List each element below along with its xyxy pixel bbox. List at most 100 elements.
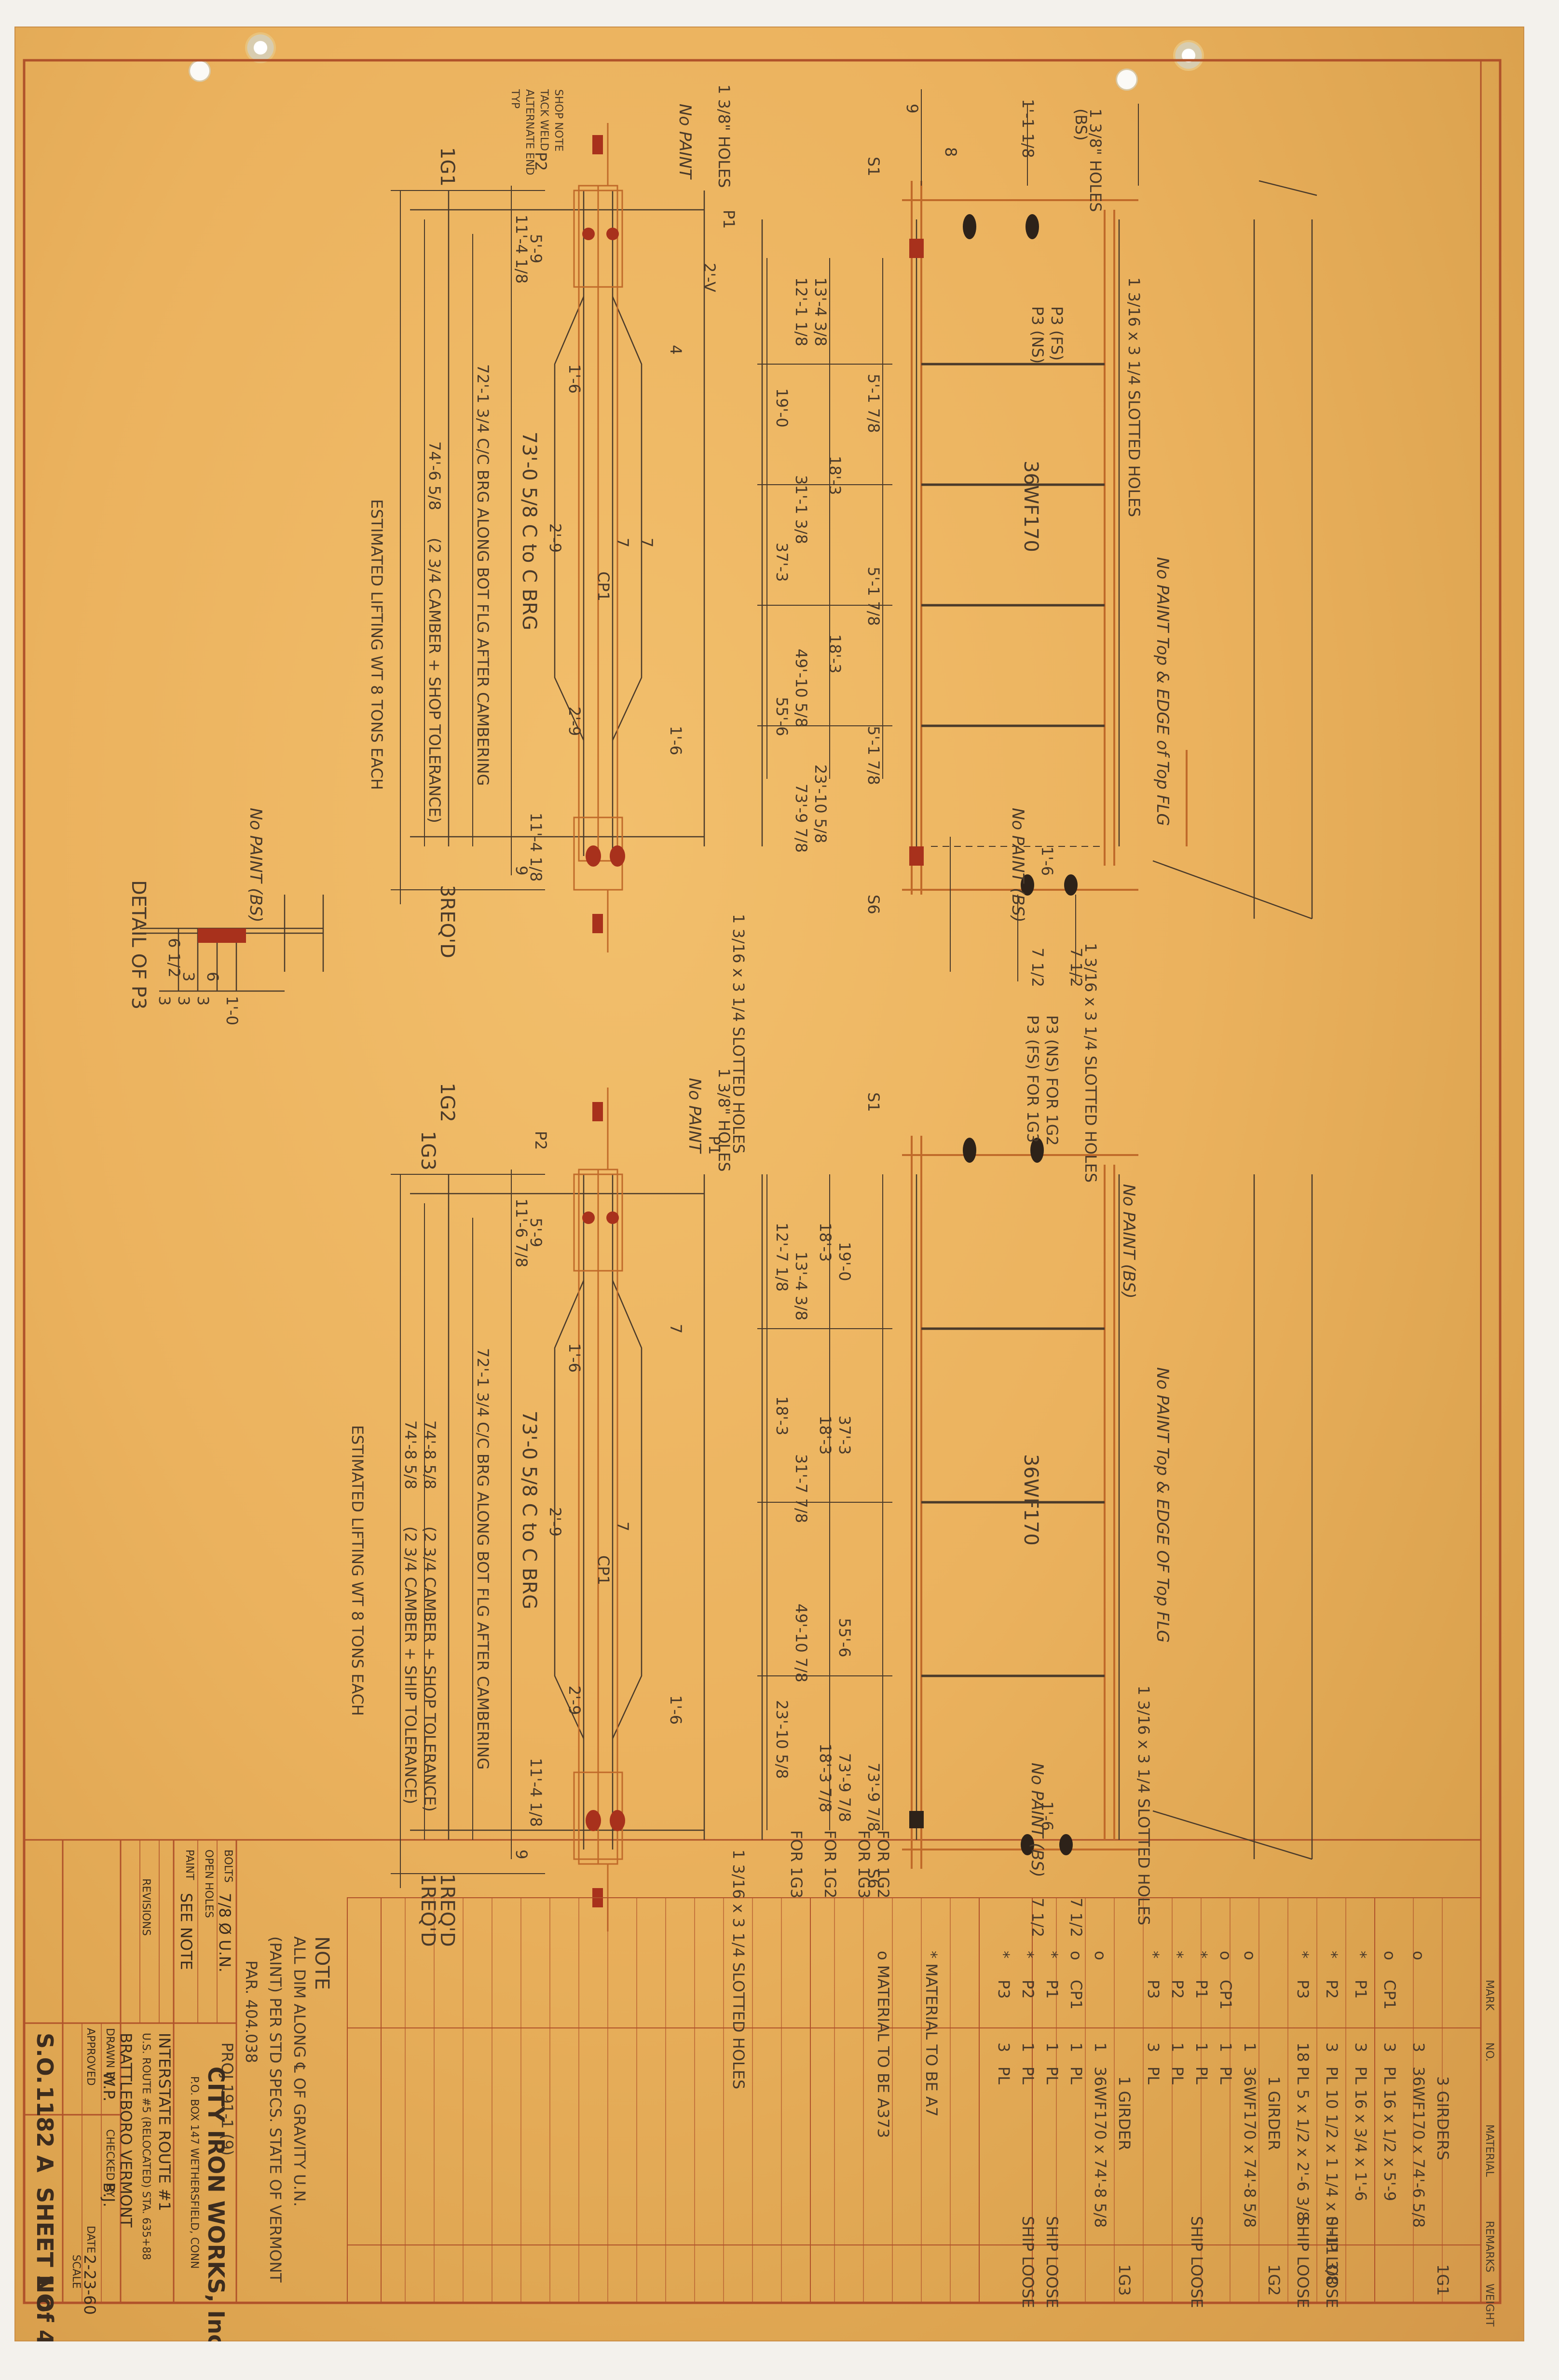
company-name: CITY IRON WORKS, Inc. <box>203 2067 229 2341</box>
overall-length-dim: 74'-8 5/8 <box>421 1420 439 1490</box>
bom-material: PL <box>1168 2067 1187 2085</box>
plate-label-p3-ns: P3 (NS) FOR 1G2 <box>1043 1015 1061 1146</box>
holes-note: 1 3/8" HOLES <box>715 84 733 188</box>
chain-dim: 19'-0 <box>835 1242 854 1281</box>
ctc-bearing-dim: 73'-0 5/8 C to C BRG <box>518 1411 540 1609</box>
bom-remarks: SHIP LOOSE <box>1019 2216 1037 2308</box>
dim-label: 7 <box>638 538 656 548</box>
so-label: S.O. <box>32 2033 58 2084</box>
dim-label: 7 1/2 <box>1067 1898 1085 1938</box>
bom-no: 1 <box>1241 2042 1259 2053</box>
punch-hole <box>1117 70 1136 89</box>
open-holes-label: OPEN HOLES <box>203 1850 215 1918</box>
bom-section-mark: 1G3 <box>1115 2264 1134 2296</box>
bom-material: 36WF170 x 74'-8 5/8 <box>1241 2067 1259 2228</box>
girder-mark-1g1: 1G1 <box>436 147 458 187</box>
dim-label: 4 <box>667 345 685 355</box>
bom-mark: CP1 <box>1381 1980 1399 2010</box>
detail-title: DETAIL OF P3 <box>127 880 150 1010</box>
bom-material: PL <box>1019 2067 1037 2085</box>
bom-remarks: SHIP LOOSE <box>1323 2216 1341 2308</box>
for-mark: FOR 1G3 <box>787 1830 806 1899</box>
bom-bullet: * <box>1323 1951 1341 1958</box>
dim-label: 9 <box>903 104 921 114</box>
required-count: 1REQ'D <box>417 1874 439 1947</box>
chain-dim: 13'-4 3/8 <box>792 1251 810 1321</box>
lifting-weight-note: ESTIMATED LIFTING WT 8 TONS EACH <box>368 499 386 790</box>
bom-header-weight: WEIGHT <box>1483 2284 1495 2327</box>
grommet <box>245 32 276 63</box>
paint-note: No PAINT Top & EDGE OF Top FLG <box>1153 1367 1172 1643</box>
no-paint-note: No PAINT <box>675 104 695 179</box>
project-line: BRATTLEBORO VERMONT <box>117 2033 135 2228</box>
so-number: 1182 A <box>32 2086 58 2173</box>
dim-label: (BS) <box>1072 109 1090 141</box>
bolts-label: BOLTS <box>222 1850 234 1883</box>
stiffener-label-s1: S1 <box>864 1092 883 1112</box>
dim-label: 11'-4 1/8 <box>527 1758 545 1827</box>
bom-header-no: NO. <box>1483 2042 1495 2062</box>
for-mark: FOR 1G3 <box>855 1830 873 1899</box>
bom-no: 3 <box>995 2042 1013 2053</box>
plate-label-p2: P2 <box>532 1131 550 1150</box>
bom-no: 1 <box>1091 2042 1109 2053</box>
detail-no-paint: No PAINT (BS) <box>246 808 265 923</box>
chain-dim: 23'-10 5/8 <box>773 1700 791 1779</box>
chain-dim: 55'-6 <box>773 697 791 736</box>
no-paint-bs-note: No PAINT (BS) <box>1008 808 1027 923</box>
note-title: NOTE <box>311 1936 333 1990</box>
chain-dim: 12'-1 1/8 <box>792 277 810 347</box>
bom-no: 3 <box>1409 2042 1428 2053</box>
project-line: U.S. ROUTE #5 (RELOCATED) STA. 635+88 <box>140 2033 152 2260</box>
bom-section-title: 1 GIRDER <box>1115 2076 1134 2151</box>
plate-label-p2: P2 <box>532 152 550 171</box>
section-label: 36WF170 <box>1020 461 1042 552</box>
slotted-holes-note: 1 3/16 x 3 1/4 SLOTTED HOLES <box>1081 943 1100 1183</box>
bom-bullet: * <box>1144 1951 1162 1958</box>
bolts-value: 7/8 Ø U.N. <box>216 1893 234 1972</box>
bom-section-mark: 1G2 <box>1265 2264 1283 2296</box>
bom-section-title: 3 GIRDERS <box>1434 2076 1452 2161</box>
plate-label-p1: P1 <box>720 210 738 229</box>
bom-mark: P3 <box>1144 1980 1162 1999</box>
bom-material: PL 5 x 1/2 x 2'-6 3/8 <box>1294 2067 1312 2221</box>
holes-note: 1 3/8" HOLES <box>715 1068 733 1172</box>
dim-label: 7 <box>614 1522 632 1532</box>
cover-plate-label: CP1 <box>594 1555 613 1585</box>
dim-label: 2'-9 <box>565 707 584 736</box>
bom-material: PL <box>1217 2067 1235 2085</box>
chain-dim: 18'-3 <box>816 1415 834 1455</box>
chain-dim: 49'-10 7/8 <box>792 1604 810 1683</box>
bom-material: 36WF170 x 74'-6 5/8 <box>1409 2067 1428 2228</box>
dim-label: 1'-1 1/8 <box>1019 99 1037 158</box>
section-label: 36WF170 <box>1020 1454 1042 1546</box>
camber-note: (2 3/4 CAMBER + SHIP TOLERANCE) <box>401 1526 420 1804</box>
shop-note-title: SHOP NOTE <box>552 89 564 152</box>
grommet <box>1173 40 1204 71</box>
ctc-bearing-dim: 73'-0 5/8 C to C BRG <box>518 432 540 630</box>
project-line: INTERSTATE ROUTE #1 <box>155 2033 174 2212</box>
approved-label: APPROVED <box>84 2028 96 2086</box>
chain-dim: 73'-9 7/8 <box>792 784 810 853</box>
date-value: 2-23-60 <box>81 2255 99 2315</box>
bom-no: 3 <box>1352 2042 1370 2053</box>
detail-dim: 3 <box>155 996 174 1006</box>
bom-bullet: o <box>1067 1951 1085 1960</box>
girder-mark-1g3: 1G3 <box>417 1131 439 1170</box>
stiffener-label-s1: S1 <box>864 157 883 177</box>
bom-no: 1 <box>1067 2042 1085 2053</box>
dim-label: 2'-9 <box>546 523 564 553</box>
chain-dim: 37'-3 <box>773 543 791 582</box>
bom-mark: P1 <box>1192 1980 1211 1999</box>
slotted-holes-note: 1 3/16 x 3 1/4 SLOTTED HOLES <box>729 1850 748 2090</box>
bom-mark: P3 <box>995 1980 1013 1999</box>
chain-dim: 19'-0 <box>773 388 791 428</box>
dim-label: 7 <box>614 538 632 548</box>
chain-dim: 73'-9 7/8 <box>835 1753 854 1822</box>
chain-dim: 49'-10 5/8 <box>792 649 810 728</box>
bom-no: 3 <box>1144 2042 1162 2053</box>
dim-label: 2'-9 <box>546 1507 564 1537</box>
dim-label: 1'-6 <box>667 726 685 756</box>
drawn-by-value: W.P. <box>100 2071 118 2102</box>
bom-no: 1 <box>1217 2042 1235 2053</box>
